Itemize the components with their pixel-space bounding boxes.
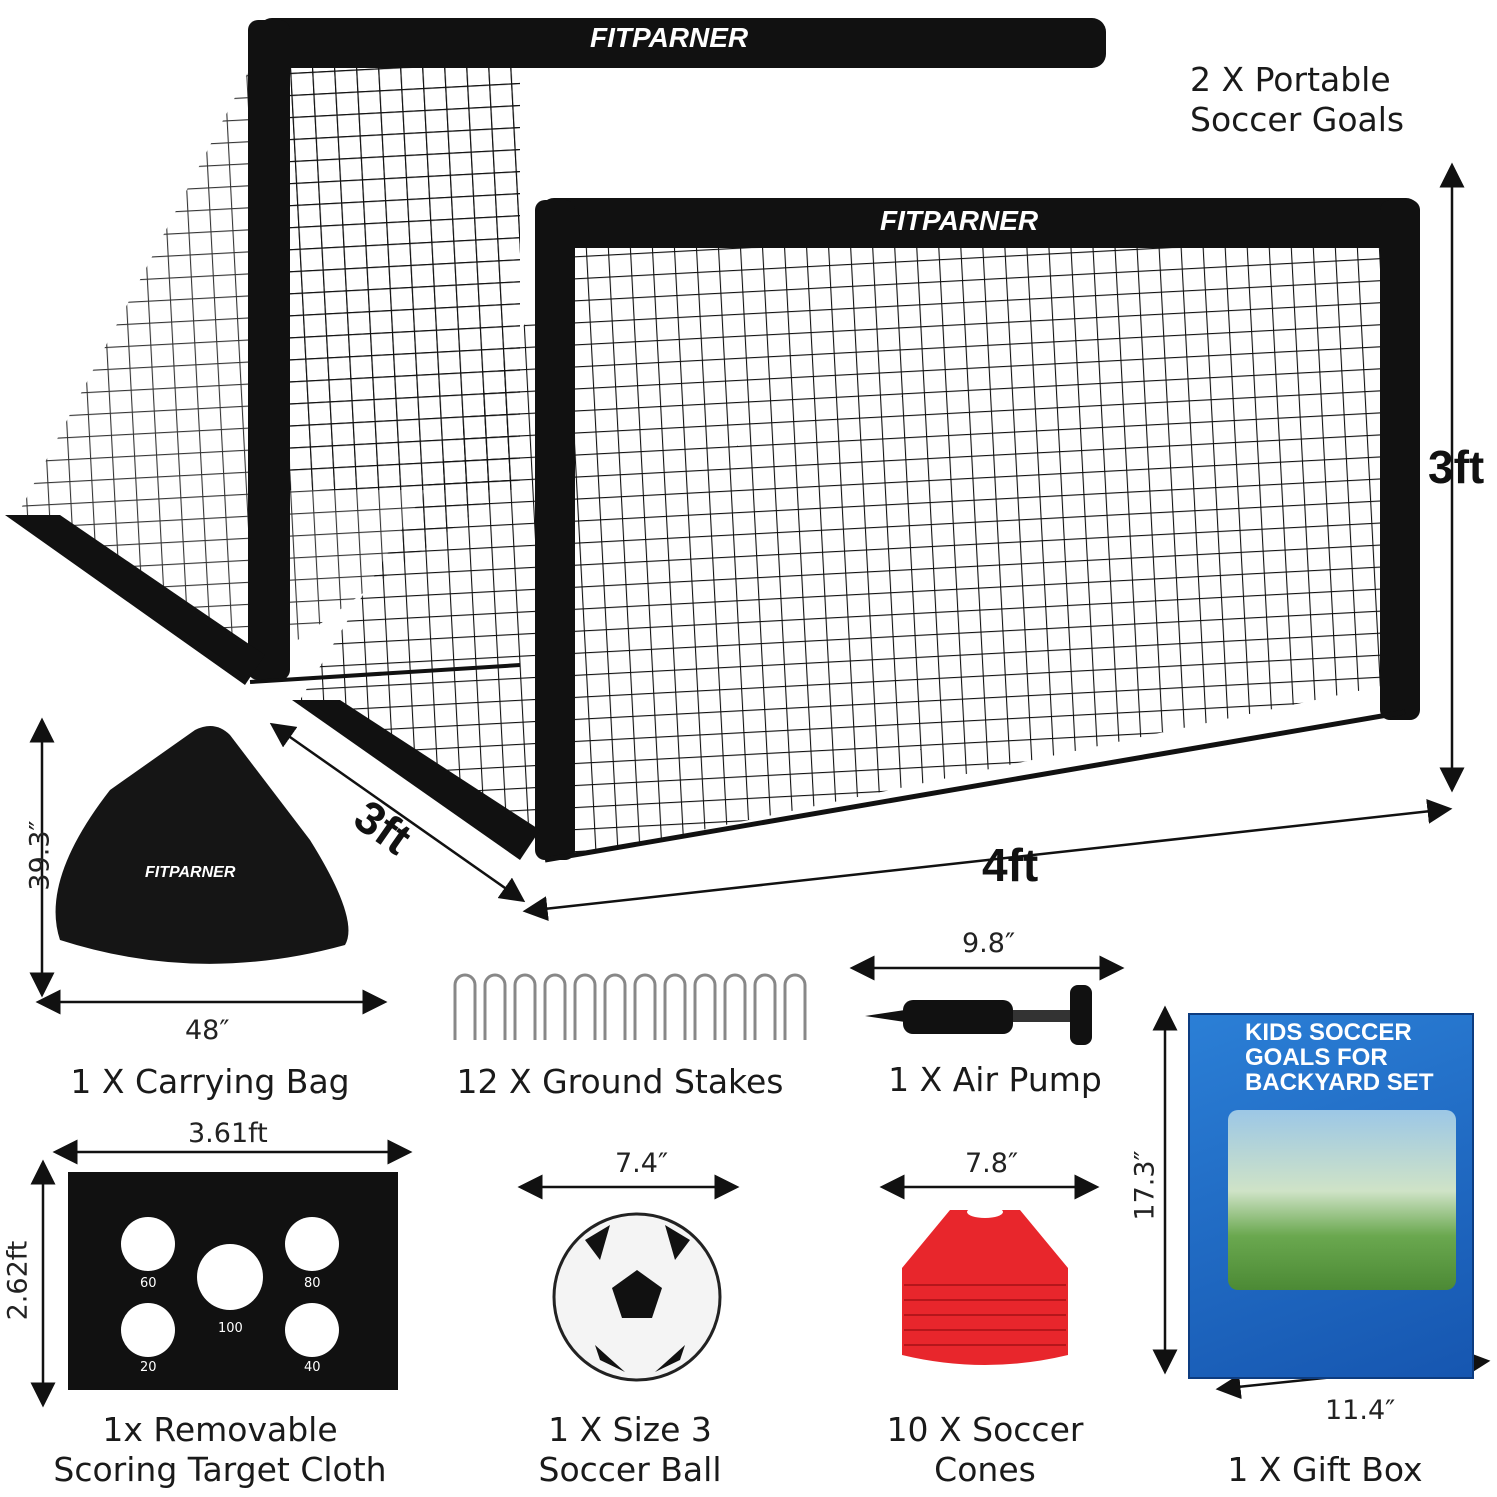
brand-logo-front: FITPARNER	[880, 205, 1039, 236]
front-goal	[292, 198, 1420, 863]
brand-logo-back: FITPARNER	[590, 22, 749, 53]
gift-box-photo	[1228, 1110, 1456, 1290]
soccer-cones	[902, 1206, 1068, 1365]
giftbox-height: 17.3″	[1129, 1150, 1161, 1221]
score-100: 100	[218, 1321, 243, 1336]
pump-width: 9.8″	[962, 928, 1016, 959]
pump-label: 1 X Air Pump	[888, 1060, 1102, 1099]
giftbox-width: 11.4″	[1325, 1395, 1396, 1426]
stakes-label: 12 X Ground Stakes	[456, 1062, 784, 1101]
goal-height: 3ft	[1428, 441, 1485, 493]
target-width: 3.61ft	[188, 1118, 268, 1149]
air-pump	[865, 985, 1092, 1045]
goals-label: 2 X Portable Soccer Goals	[1190, 60, 1405, 139]
cones-width: 7.8″	[965, 1148, 1019, 1179]
gift-box-title: KIDS SOCCER GOALS FOR BACKYARD SET	[1245, 1019, 1434, 1096]
back-goal	[5, 18, 1106, 685]
score-20: 20	[140, 1360, 157, 1375]
bag-height: 39.3″	[24, 820, 56, 891]
target-label: 1x Removable Scoring Target Cloth	[53, 1410, 387, 1489]
goal-width: 4ft	[982, 839, 1039, 891]
soccer-ball	[552, 1212, 722, 1382]
carrying-bag	[55, 726, 349, 964]
score-80: 80	[304, 1276, 321, 1291]
ball-label: 1 X Size 3 Soccer Ball	[538, 1410, 722, 1489]
ground-stakes	[453, 973, 807, 1040]
svg-text:FITPARNER: FITPARNER	[145, 864, 236, 881]
bag-width: 48″	[185, 1015, 230, 1046]
ball-width: 7.4″	[615, 1148, 669, 1179]
target-height: 2.62ft	[2, 1240, 34, 1321]
giftbox-label: 1 X Gift Box	[1227, 1450, 1423, 1489]
cones-label: 10 X Soccer Cones	[886, 1410, 1084, 1489]
score-40: 40	[304, 1360, 321, 1375]
bag-label: 1 X Carrying Bag	[70, 1062, 350, 1101]
score-60: 60	[140, 1276, 157, 1291]
